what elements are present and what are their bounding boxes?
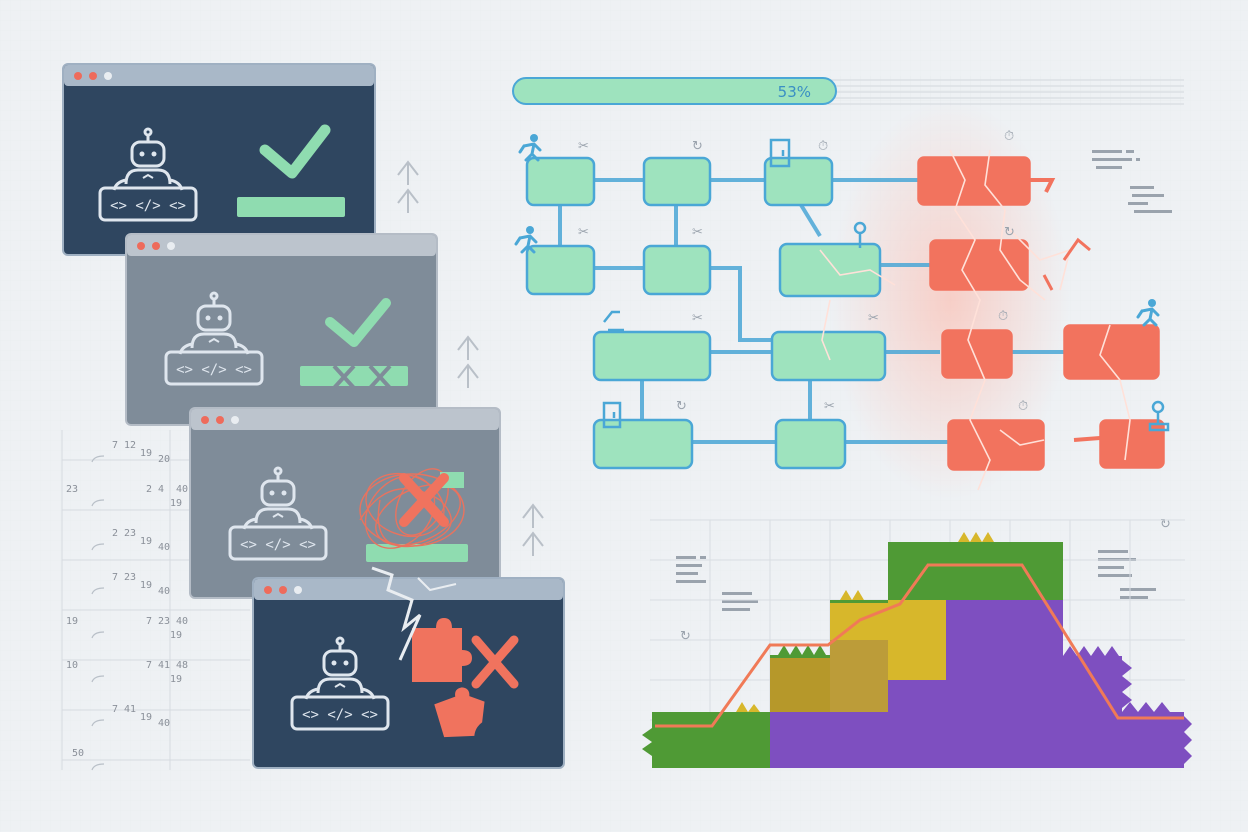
side-number: 40: [158, 718, 170, 729]
side-number: 19: [66, 616, 78, 627]
window-broken: [252, 566, 565, 769]
cross-icon: [332, 364, 392, 390]
side-number: 7 41: [112, 704, 136, 715]
cross-icon: [399, 473, 449, 527]
side-number: 50: [72, 748, 84, 759]
svg-text:↻: ↻: [676, 399, 687, 414]
side-number: 19: [140, 580, 152, 591]
step-layer-purple: [770, 600, 1184, 768]
checkmark-icon: [259, 124, 331, 179]
side-number: 2 4: [146, 484, 164, 495]
side-number: 7 12: [112, 440, 136, 451]
side-number: 7 41: [146, 660, 170, 671]
joystick-icon: [603, 221, 1170, 432]
bracket-mark: [91, 631, 105, 639]
bracket-mark: [91, 543, 105, 551]
svg-text:↻: ↻: [1004, 225, 1015, 240]
side-number: 40: [176, 484, 188, 495]
svg-text:↻: ↻: [1160, 517, 1171, 532]
flow-network: ✂ ✂ ↻ ✂ ✂ ⏱ ✂ ✂ ↻ ⏱ ↻ ⏱ ⏱ ↻ ↻: [514, 100, 1172, 644]
svg-text:↻: ↻: [680, 629, 691, 644]
side-number: 20: [158, 454, 170, 465]
svg-text:✂: ✂: [578, 139, 589, 154]
puzzle-icon: [412, 618, 485, 738]
bracket-mark: [91, 499, 105, 507]
side-number: 19: [170, 498, 182, 509]
progress-label: 53%: [778, 83, 811, 101]
side-number: 23: [66, 484, 78, 495]
bracket-mark: [91, 675, 105, 683]
svg-text:✂: ✂: [692, 311, 703, 326]
side-number: 19: [170, 630, 182, 641]
small-symbols: ✂ ✂ ↻ ✂ ✂ ⏱ ✂ ✂ ↻ ⏱ ↻ ⏱ ⏱ ↻ ↻: [578, 129, 1171, 644]
window-partial: [125, 233, 438, 426]
svg-text:✂: ✂: [868, 311, 879, 326]
window-tangled: [189, 407, 501, 599]
door-icon: [602, 138, 791, 429]
side-number: 19: [140, 536, 152, 547]
svg-text:⏱: ⏱: [1018, 399, 1028, 414]
bracket-mark: [91, 719, 105, 727]
window-success: [62, 63, 376, 256]
side-number: 40: [176, 616, 188, 627]
side-number: 19: [170, 674, 182, 685]
side-number: 19: [140, 448, 152, 459]
progress-bar: 53%: [512, 76, 1184, 106]
side-number: 40: [158, 542, 170, 553]
side-number: 2 23: [112, 528, 136, 539]
cross-icon: [471, 635, 519, 689]
up-arrows: [397, 160, 544, 556]
svg-text:↻: ↻: [692, 139, 703, 154]
side-number: 7 23: [146, 616, 170, 627]
side-number: 40: [158, 586, 170, 597]
trend-line: [655, 563, 1184, 728]
progress-fill: [512, 77, 837, 105]
side-number: 48: [176, 660, 188, 671]
svg-text:✂: ✂: [692, 225, 703, 240]
svg-text:✂: ✂: [578, 225, 589, 240]
bracket-mark: [91, 763, 105, 771]
side-number: 19: [140, 712, 152, 723]
svg-text:⏱: ⏱: [1004, 129, 1014, 144]
checkmark-icon: [325, 298, 391, 347]
bracket-mark: [91, 587, 105, 595]
step-chart: [642, 519, 1192, 768]
side-number: 7 23: [112, 572, 136, 583]
side-number: 10: [66, 660, 78, 671]
svg-text:✂: ✂: [824, 399, 835, 414]
svg-text:⏱: ⏱: [818, 139, 828, 154]
bracket-mark: [91, 455, 105, 463]
svg-text:⏱: ⏱: [998, 309, 1008, 324]
